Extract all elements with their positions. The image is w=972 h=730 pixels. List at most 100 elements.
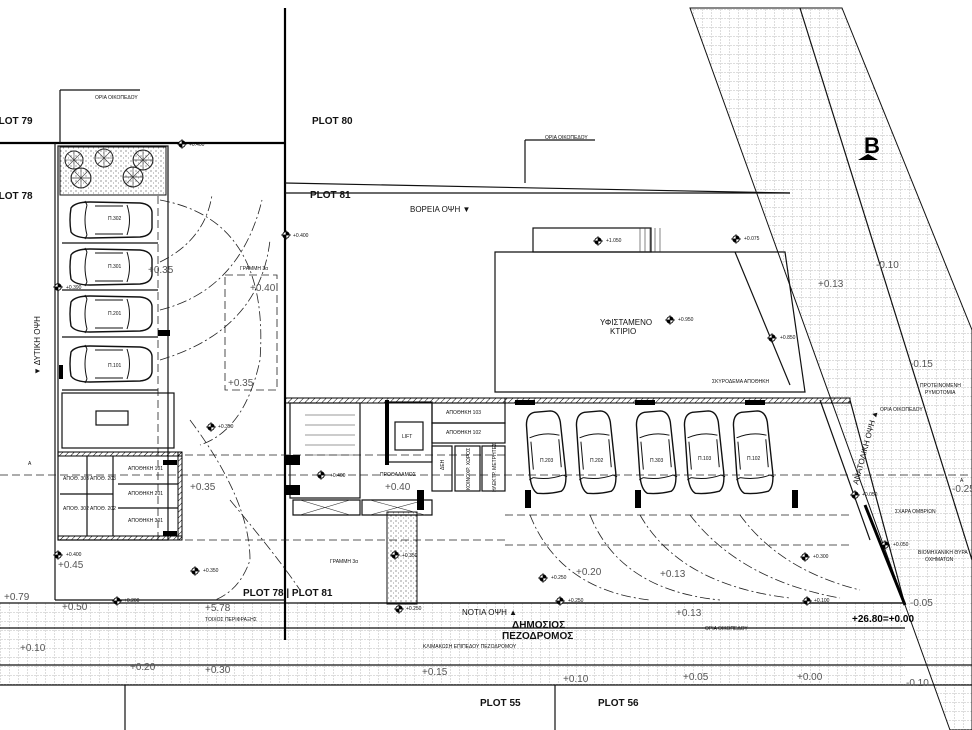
elevation-value: +0.05 [683, 672, 709, 683]
room-label: ΑΠΟΘΗΚΗ 103 [446, 410, 481, 416]
room-label: ΔΕΗ [440, 459, 446, 470]
spot-level: +0.300 [813, 554, 829, 560]
elevation-value: +0.79 [4, 592, 30, 603]
room-label: ΑΠΟΘ. 303 [63, 476, 89, 482]
elevation-value: +0.45 [58, 560, 84, 571]
level-marker-icon [665, 315, 675, 325]
elevation-value: -0.05 [910, 598, 933, 609]
spot-level: +0.350 [218, 424, 234, 430]
west-parking-area: Π.302 Π.301 Π.201 Π.101 ΑΠΟΘ. 303 ΑΠΟΘ. … [57, 145, 183, 541]
tree-icon [70, 167, 92, 189]
elevation-values: -0.10 +0.13 -0.15 -0.25 -0.05 +0.20 +0.1… [4, 260, 972, 689]
section-b-arrow-icon [858, 154, 878, 160]
level-marker-icon [800, 552, 810, 562]
elevation-value: -0.10 [876, 260, 899, 271]
level-marker-icon [177, 139, 187, 149]
fence-wall-label: ΤΟΙΧΟΣ ΠΕΡΙΦΡΑΞΗΣ [205, 617, 257, 623]
room-label: ΑΠΟΘΗΚΗ 301 [128, 518, 163, 524]
room-label: ΑΠΟΘ. 302 [63, 506, 89, 512]
line-3a-label: ΓΡΑΜΜΗ 3α [240, 266, 268, 272]
elevation-value: +0.20 [576, 567, 602, 578]
spot-level: +0.850 [780, 335, 796, 341]
accessibility-sign-icon [95, 410, 129, 426]
parking-label: Π.201 [108, 311, 122, 317]
car-icon [522, 409, 570, 496]
sidewalk-step-label: ΚΛΙΜΑΚΩΣΗ ΕΠΙΠΕΔΟΥ ΠΕΖΟΔΡΟΜΟΥ [423, 644, 517, 650]
rain-grate-label: ΣΧΑΡΑ ΟΜΒΡΙΩΝ [895, 509, 936, 515]
plot-78-label: PLOT 78 [0, 191, 33, 202]
storage-slab-label: ΣΚΥΡΟΔΕΜΑ ΑΠΟΘΗΚΗ [712, 379, 770, 385]
plot-80-label: PLOT 80 [312, 116, 353, 127]
north-elevation-label: ΒΟΡΕΙΑ ΟΨΗ ▼ [410, 205, 470, 214]
room-label: ΑΠΟΘΗΚΗ 101 [128, 466, 163, 472]
elevation-value: +0.13 [818, 279, 844, 290]
spot-levels: +0.400 +0.400 +0.390 +0.350 +0.400 +0.35… [53, 139, 909, 614]
plot-55-label: PLOT 55 [480, 698, 521, 709]
spot-level: +0.350 [402, 553, 418, 559]
planter [59, 146, 167, 196]
datum-label: +26.80=+0.00 [852, 614, 914, 625]
level-marker-icon [593, 236, 603, 246]
elevation-value: +0.15 [422, 667, 448, 678]
entrance-path [386, 511, 418, 605]
spot-level: +0.050 [862, 492, 878, 498]
proposed-street-label: ΡΥΜΟΤΟΜΙΑ [925, 390, 956, 396]
staircase [289, 402, 361, 499]
spot-level: +0.390 [66, 285, 82, 291]
car-icon [632, 409, 680, 496]
plot-limit-label: ΟΡΙΑ ΟΙΚΟΠΕΔΟΥ [545, 135, 588, 141]
plan-labels: PLOT 79 PLOT 78 PLOT 80 PLOT 81 PLOT 78 … [0, 95, 972, 709]
room-label: ΑΠΟΘ. 202 [90, 506, 116, 512]
spot-level: +0.250 [568, 598, 584, 604]
spot-level: +0.400 [293, 233, 309, 239]
tree-icon [132, 149, 154, 171]
spot-level: +0.250 [406, 606, 422, 612]
spot-level: +1.050 [606, 238, 622, 244]
elevation-value: +0.35 [228, 378, 254, 389]
level-marker-icon [190, 566, 200, 576]
lift-shaft [394, 421, 424, 451]
south-sidewalk-hatch [0, 603, 905, 685]
garage-parking: Π.203 Π.202 Π.303 Π.103 Π.102 [300, 397, 907, 606]
existing-building: ΥΦΙΣΤΑΜΕΝΟ ΚΤΙΡΙΟ ΣΚΥΡΟΔΕΜΑ ΑΠΟΘΗΚΗ [494, 227, 806, 393]
vehicle-door-label: ΟΧΗΜΑΤΩΝ [925, 557, 954, 563]
level-marker-icon [538, 573, 548, 583]
elevation-value: +0.35 [190, 482, 216, 493]
elevation-value: +0.10 [20, 643, 46, 654]
spot-level: +0.100 [814, 598, 830, 604]
spot-level: +0.400 [189, 142, 205, 148]
parking-label: Π.303 [650, 458, 664, 464]
parking-label: Π.301 [108, 264, 122, 270]
section-a-label: A [28, 461, 32, 467]
level-marker-icon [206, 422, 216, 432]
spot-level: +0.200 [124, 598, 140, 604]
room-label: ΑΠΟΘΗΚΗ 201 [128, 491, 163, 497]
spot-level: +0.050 [893, 542, 909, 548]
elevation-value: +0.30 [205, 665, 231, 676]
building-core: LIFT ΑΠΟΘΗΚΗ 103 ΑΠΟΘΗΚΗ 102 ΔΕΗ ΚΟΙΝΟΧΡ… [284, 397, 506, 605]
elevation-value: +5.78 [205, 603, 231, 614]
lift-label: LIFT [402, 434, 412, 440]
public-sidewalk-label: ΠΕΖΟΔΡΟΜΟΣ [502, 631, 573, 642]
elevation-value: +0.10 [563, 674, 589, 685]
tree-icon [122, 166, 144, 188]
vehicle-door-label: ΒΙΟΜΗΧΑΝΙΚΗ ΘΥΡΑ [918, 550, 968, 556]
spot-level: +0.250 [551, 575, 567, 581]
line-3a-label: ΓΡΑΜΜΗ 3α [330, 559, 358, 565]
vehicle-gate [863, 504, 907, 606]
plot-limit-label: ΟΡΙΑ ΟΙΚΟΠΕΔΟΥ [705, 626, 748, 632]
spot-level: +0.350 [203, 568, 219, 574]
parking-label: Π.101 [108, 363, 122, 369]
elevation-value: +0.50 [62, 602, 88, 613]
public-sidewalk-label: ΔΗΜΟΣΙΟΣ [512, 620, 565, 631]
tree-icon [64, 150, 84, 170]
road-edge-line [799, 7, 972, 561]
proposed-street-label: ΠΡΟΤΕΙΝΟΜΕΝΗ [920, 383, 961, 389]
parking-label: Π.102 [747, 456, 761, 462]
spot-level: +0.075 [744, 236, 760, 242]
elevation-value: +0.40 [385, 482, 411, 493]
room-label: ΗΛΕΚΤΡ. ΜΕΤΡΗΤΕΣ [492, 443, 498, 492]
elevation-value: +0.13 [660, 569, 686, 580]
plot-79-label: PLOT 79 [0, 116, 33, 127]
